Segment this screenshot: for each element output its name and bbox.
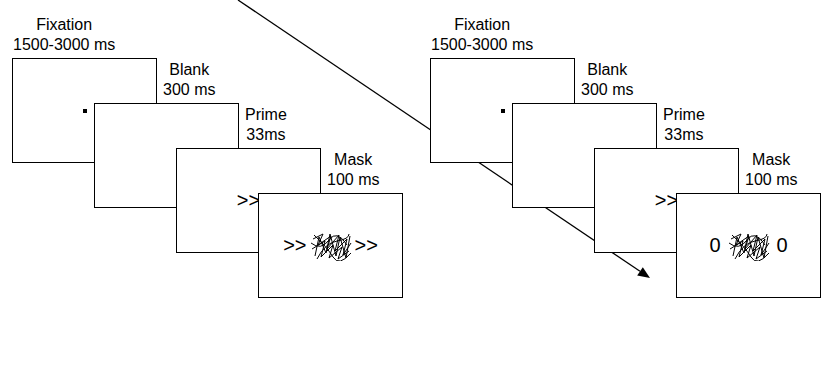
screen-name: Fixation [13,15,115,35]
screen-content: 00 [677,194,820,297]
fixation-dot [500,108,506,114]
frame-heading: Mask100 ms [327,150,379,190]
stimulus-text: >> [355,234,378,257]
screen-name: Prime [663,105,705,125]
duration-label: 100 ms [745,170,797,190]
stimulus-text: >> [283,234,306,257]
duration-label: 1500-3000 ms [13,35,115,55]
stimulus-text: >> [237,189,260,212]
stimulus-text: 0 [709,234,720,257]
frame-heading: Blank300 ms [163,60,215,100]
frame-heading: Mask100 ms [745,150,797,190]
screen-name: Blank [581,60,633,80]
frame-heading: Fixation1500-3000 ms [13,15,115,55]
duration-label: 100 ms [327,170,379,190]
frame-heading: Fixation1500-3000 ms [431,15,533,55]
stimulus-text: 0 [777,234,788,257]
duration-label: 300 ms [581,80,633,100]
screen-content: >> >> [259,194,402,297]
duration-label: 33ms [663,125,705,145]
fixation-dot [82,108,88,114]
screen-name: Mask [327,150,379,170]
arrow-head [637,267,650,278]
duration-label: 300 ms [163,80,215,100]
stimulus-text: >> [655,189,678,212]
screen-name: Blank [163,60,215,80]
mask-scribble [309,231,353,261]
screen-name: Fixation [431,15,533,35]
frame-heading: Blank300 ms [581,60,633,100]
screen-name: Prime [245,105,287,125]
duration-label: 1500-3000 ms [431,35,533,55]
duration-label: 33ms [245,125,287,145]
mask-scribble [727,231,771,261]
screen-frame: Mask100 ms00 [676,193,821,298]
frame-heading: Prime33ms [245,105,287,145]
frame-heading: Prime33ms [663,105,705,145]
screen-frame: Mask100 ms>>>> [258,193,403,298]
screen-name: Mask [745,150,797,170]
